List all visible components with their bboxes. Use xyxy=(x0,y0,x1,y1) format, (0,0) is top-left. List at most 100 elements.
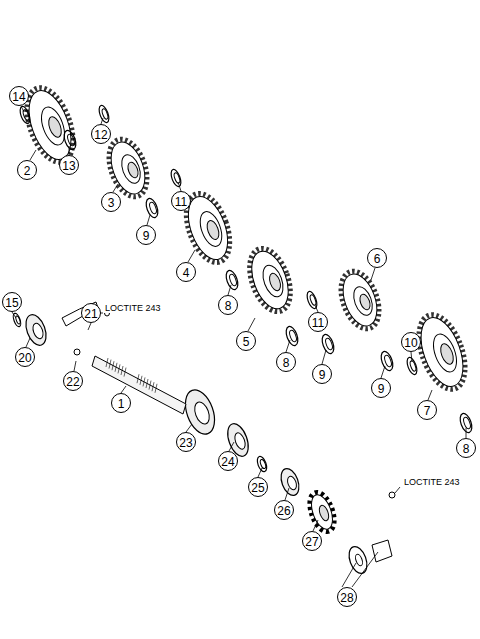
washer-bore xyxy=(15,315,21,324)
washer-bore xyxy=(324,337,333,350)
washer-bore xyxy=(383,354,392,367)
spline xyxy=(106,358,108,367)
washer-bore xyxy=(66,133,75,146)
washer-bore xyxy=(259,459,266,470)
callout-number: 11 xyxy=(171,191,191,211)
screw xyxy=(74,349,80,355)
washer-bore xyxy=(354,553,364,566)
washer xyxy=(18,105,32,125)
callout-number: 5 xyxy=(236,331,256,351)
screw xyxy=(389,492,395,498)
gear-body xyxy=(337,269,384,330)
callout-number: 9 xyxy=(136,225,156,245)
washer xyxy=(224,269,240,291)
callout-number: 22 xyxy=(63,371,83,391)
washer-bore xyxy=(228,273,237,286)
spline xyxy=(124,368,126,377)
gear-bore xyxy=(358,293,372,311)
note-text: LOCTITE 243 xyxy=(104,303,162,313)
callout-number: 4 xyxy=(176,262,196,282)
gear-body xyxy=(105,137,152,198)
callout-number: 26 xyxy=(274,500,294,520)
spline xyxy=(143,377,145,386)
callout-number: 25 xyxy=(248,477,268,497)
callout-number: 9 xyxy=(371,378,391,398)
washer xyxy=(305,290,319,310)
gear-hub xyxy=(350,284,376,318)
washer-bore xyxy=(462,416,471,429)
callout-number: 1 xyxy=(111,393,131,413)
spline xyxy=(112,361,114,370)
bearing-bore xyxy=(31,322,45,340)
gear-bore xyxy=(267,272,282,292)
sprocket-teeth xyxy=(306,490,338,534)
spline xyxy=(149,381,151,390)
washer xyxy=(346,544,371,576)
callout-number: 15 xyxy=(2,292,22,312)
gear-bore xyxy=(46,115,64,139)
gear-bore xyxy=(126,161,140,179)
spline xyxy=(146,379,148,388)
callout-number: 14 xyxy=(9,86,29,106)
washer xyxy=(169,168,183,188)
spline xyxy=(109,360,111,369)
washer xyxy=(12,312,22,327)
callout-number: 9 xyxy=(312,364,332,384)
spline xyxy=(155,384,157,393)
washer xyxy=(379,350,395,372)
washer xyxy=(62,129,78,151)
gear-bore xyxy=(438,342,456,366)
gear-bore xyxy=(205,219,221,241)
callout-number: 3 xyxy=(101,192,121,212)
callout-number: 2 xyxy=(17,160,37,180)
gear-teeth xyxy=(242,243,298,317)
washer-bore xyxy=(309,294,317,306)
callout-number: 6 xyxy=(367,248,387,268)
spline xyxy=(140,376,142,385)
callout-number: 21 xyxy=(81,303,101,323)
gear-hub xyxy=(429,331,461,375)
bearing-bore xyxy=(192,400,212,426)
bearing xyxy=(22,312,50,348)
callout-number: 27 xyxy=(302,531,322,551)
spline xyxy=(121,366,123,375)
screw-head xyxy=(372,540,392,562)
callout-number: 10 xyxy=(401,332,421,352)
bearing xyxy=(278,466,303,498)
spline xyxy=(152,382,154,391)
bearing-bore xyxy=(233,431,247,450)
gear-body xyxy=(21,85,79,165)
callout-number: 8 xyxy=(456,438,476,458)
callout-number: 12 xyxy=(91,124,111,144)
gear-body xyxy=(413,312,471,392)
callout-number: 24 xyxy=(218,451,238,471)
gear-hub xyxy=(196,209,226,250)
gear-teeth xyxy=(410,309,474,396)
bearing xyxy=(180,386,220,438)
washer xyxy=(256,455,269,473)
gear-teeth xyxy=(334,266,386,334)
callout-number: 8 xyxy=(276,352,296,372)
callout-number: 28 xyxy=(337,587,357,607)
washer xyxy=(284,325,300,347)
spline xyxy=(118,364,120,373)
bearing-bore xyxy=(286,475,298,491)
callout-number: 8 xyxy=(218,295,238,315)
washer xyxy=(320,333,336,355)
sprocket xyxy=(307,492,336,532)
washer xyxy=(97,104,111,124)
sprocket-bore xyxy=(318,504,331,522)
gear-hub xyxy=(37,104,69,148)
gear-body xyxy=(245,246,296,313)
spline xyxy=(115,363,117,372)
callout-number: 23 xyxy=(176,432,196,452)
callout-number: 13 xyxy=(59,155,79,175)
gear-hub xyxy=(118,152,144,186)
main-shaft xyxy=(92,356,186,414)
gear-hub xyxy=(259,262,287,299)
spline xyxy=(137,374,139,383)
note-text: LOCTITE 243 xyxy=(403,477,461,487)
callout-number: 7 xyxy=(417,400,437,420)
callout-number: 11 xyxy=(308,312,328,332)
